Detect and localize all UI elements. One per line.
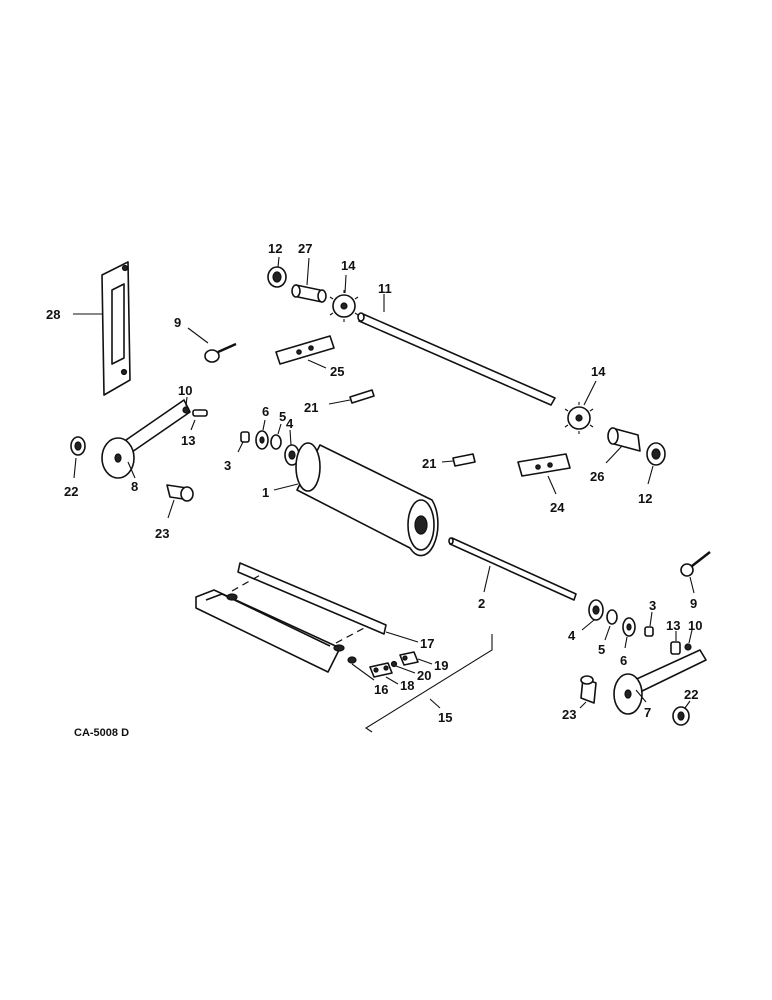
- part-12-bearing-lower: [646, 442, 666, 466]
- callout-13-left: 13: [181, 433, 195, 448]
- part-4-bearing-right: [588, 599, 604, 621]
- part-24-plate: [517, 453, 571, 477]
- part-8-left-arm: [101, 399, 191, 479]
- part-18-link: [369, 662, 393, 678]
- part-11-long-shaft: [357, 312, 556, 406]
- callout-22-right: 22: [684, 687, 698, 702]
- callout-14-upper: 14: [341, 258, 356, 273]
- part-26-stub-shaft: [607, 427, 641, 452]
- callout-10-right: 10: [688, 618, 702, 633]
- part-23-bolt-left: [166, 484, 194, 502]
- part-23-bolt-right: [580, 675, 597, 704]
- callout-4-left: 4: [286, 416, 294, 431]
- callout-7: 7: [644, 705, 651, 720]
- part-6-collar-left: [255, 430, 269, 450]
- part-10-washer-left: [182, 406, 190, 414]
- callout-3-left: 3: [224, 458, 231, 473]
- part-13-screw-right: [670, 641, 681, 655]
- callout-8: 8: [131, 479, 138, 494]
- callout-14-lower: 14: [591, 364, 606, 379]
- callout-26: 26: [590, 469, 604, 484]
- callout-6-left: 6: [262, 404, 269, 419]
- part-1-roller: [295, 442, 439, 557]
- callout-12-lower: 12: [638, 491, 652, 506]
- callout-19: 19: [434, 658, 448, 673]
- callout-27: 27: [298, 241, 312, 256]
- callout-12-upper: 12: [268, 241, 282, 256]
- callout-2: 2: [478, 596, 485, 611]
- part-7-right-arm: [613, 649, 707, 715]
- callout-28: 28: [46, 307, 60, 322]
- part-5-bushing-left: [270, 434, 282, 450]
- callout-6-right: 6: [620, 653, 627, 668]
- callout-13-right: 13: [666, 618, 680, 633]
- callout-21-upper: 21: [304, 400, 318, 415]
- part-16-link: [226, 593, 357, 664]
- part-25-plate: [275, 335, 335, 365]
- part-14-sprocket-lower: [564, 402, 594, 434]
- part-21-key-upper: [349, 389, 375, 404]
- callout-25: 25: [330, 364, 344, 379]
- callout-3-right: 3: [649, 598, 656, 613]
- part-9-eye-bolt-right: [680, 551, 711, 577]
- part-14-sprocket-upper: [329, 290, 359, 322]
- callout-24: 24: [550, 500, 565, 515]
- part-5-bushing-right: [606, 609, 618, 625]
- callout-5-right: 5: [598, 642, 605, 657]
- callout-23-right: 23: [562, 707, 576, 722]
- callout-5-left: 5: [279, 409, 286, 424]
- part-21-key-lower: [452, 453, 476, 467]
- part-19-link: [399, 651, 419, 666]
- callout-9-right: 9: [690, 596, 697, 611]
- callout-22-left: 22: [64, 484, 78, 499]
- callout-17: 17: [420, 636, 434, 651]
- callout-15: 15: [438, 710, 452, 725]
- callout-20: 20: [417, 668, 431, 683]
- part-2-shaft: [448, 537, 577, 601]
- callout-1: 1: [262, 485, 269, 500]
- part-13-screw-left: [192, 409, 208, 417]
- part-6-collar-right: [622, 617, 636, 637]
- part-17-scraper-bar: [195, 562, 387, 673]
- part-9-eye-bolt-left: [204, 342, 237, 363]
- callout-16: 16: [374, 682, 388, 697]
- part-12-bearing-upper: [267, 266, 287, 288]
- part-10-washer-right: [684, 643, 692, 651]
- part-3-set-screw-left: [240, 431, 250, 443]
- figure-reference-code: CA-5008 D: [74, 727, 129, 739]
- callout-11: 11: [378, 281, 392, 296]
- callout-18: 18: [400, 678, 414, 693]
- part-3-set-screw-right: [644, 626, 654, 637]
- part-27-stub-shaft: [291, 284, 327, 303]
- part-22-nut-left: [70, 436, 86, 456]
- part-28-side-plate: [101, 261, 131, 396]
- callout-23-left: 23: [155, 526, 169, 541]
- part-4-bearing-left: [284, 444, 300, 466]
- part-20-pin: [390, 660, 398, 668]
- part-22-nut-right: [672, 706, 690, 726]
- callout-10-left: 10: [178, 383, 192, 398]
- assembly-15-bracket: [364, 634, 493, 733]
- callout-9-left: 9: [174, 315, 181, 330]
- callout-21-lower: 21: [422, 456, 436, 471]
- callout-4-right: 4: [568, 628, 576, 643]
